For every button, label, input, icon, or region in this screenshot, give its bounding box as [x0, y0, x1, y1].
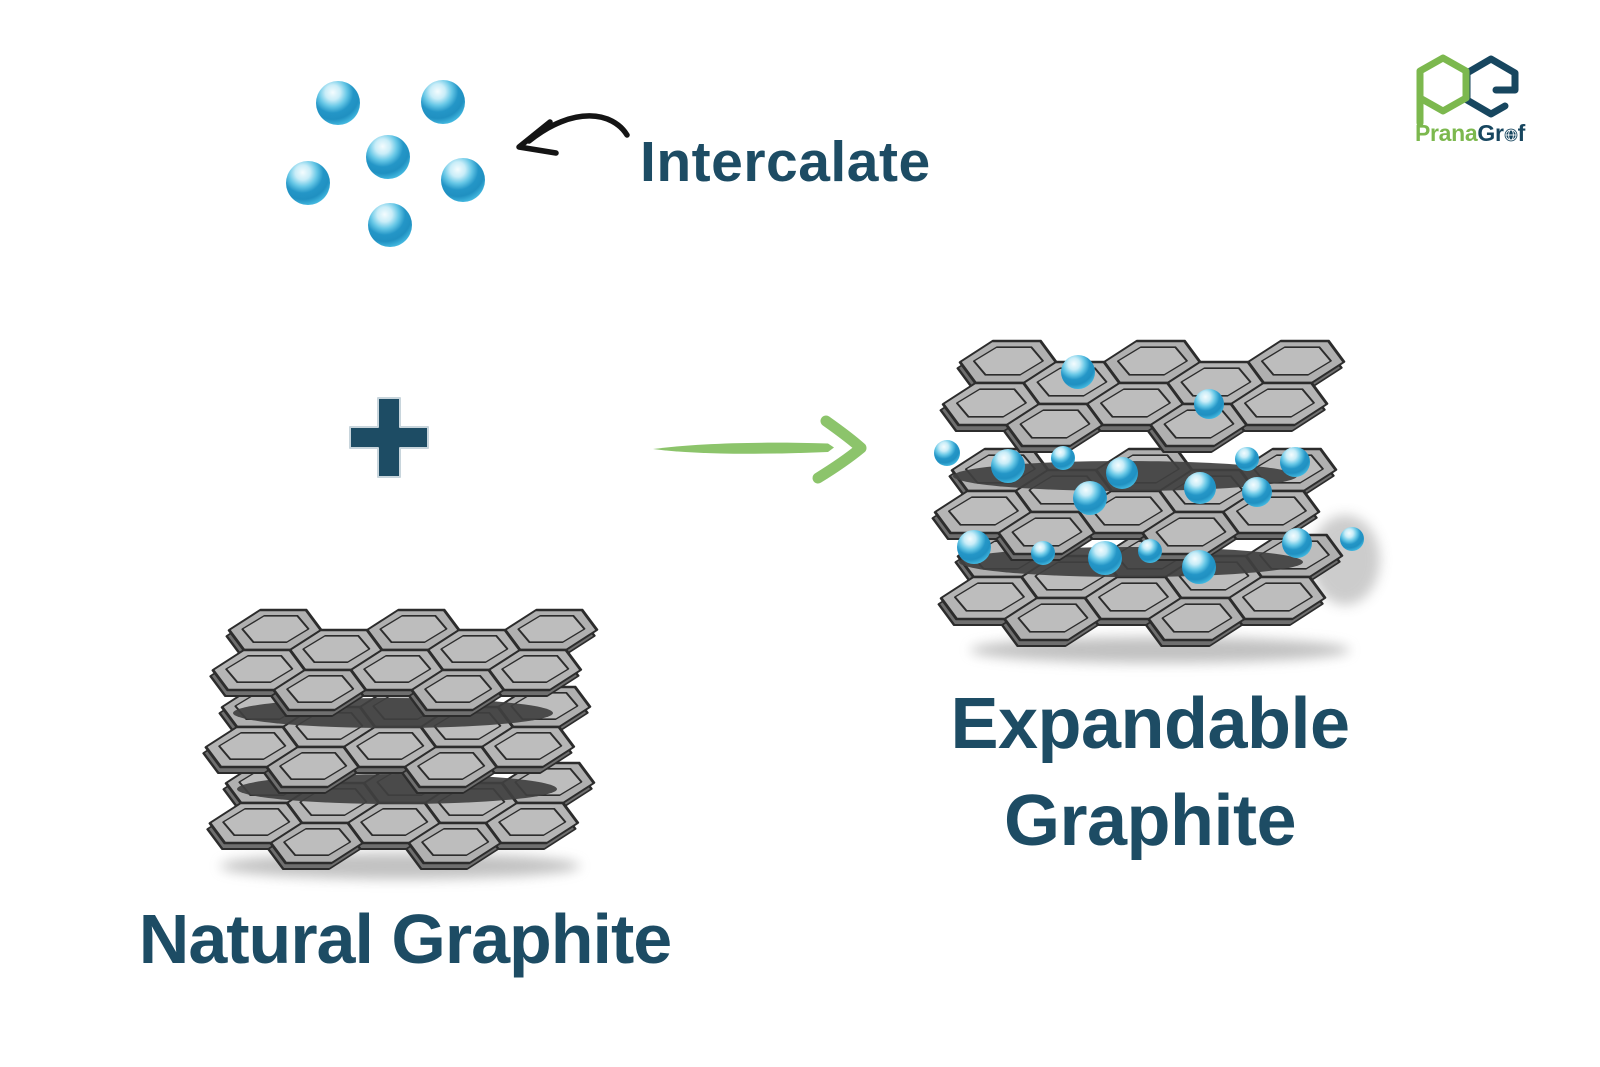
globe-icon: [1504, 128, 1518, 142]
graphite-hexagon: [302, 635, 371, 664]
graphite-hexagon: [356, 731, 425, 761]
transform-arrow-icon: [653, 415, 867, 484]
graphite-hexagon: [279, 751, 348, 780]
logo-text-graf-post: f: [1517, 120, 1526, 146]
graphite-hexagon: [948, 496, 1019, 526]
graphite-hexagon: [517, 615, 586, 643]
graphite-layer: [937, 533, 1344, 647]
graphite-hexagon: [494, 731, 563, 761]
graphite-hexagon: [1092, 496, 1163, 526]
graphite-hexagon: [1019, 409, 1091, 439]
graphite-hexagon: [424, 674, 493, 703]
graphite-hexagon: [956, 388, 1027, 418]
graphite-layer: [209, 608, 599, 717]
graphite-hexagon: [1011, 517, 1083, 547]
graphite-hexagon: [1098, 582, 1169, 612]
graphite-hexagon: [218, 731, 287, 761]
intercalated-sphere: [1182, 550, 1216, 584]
intercalated-sphere: [1051, 446, 1075, 470]
plus-icon: [349, 397, 429, 478]
natural-graphite-label: Natural Graphite: [138, 900, 672, 978]
graphite-hexagon: [417, 751, 486, 780]
intercalant-sphere: [316, 81, 360, 125]
logo-text-graf-pre: Gr: [1477, 120, 1504, 146]
intercalated-sphere: [934, 440, 960, 466]
graphite-hexagon: [241, 615, 310, 643]
intercalated-sphere: [1242, 477, 1272, 507]
intercalated-sphere: [991, 449, 1025, 483]
graphite-hexagon: [498, 807, 567, 837]
graphite-hexagon: [222, 807, 291, 837]
logo-hexagon-g: [1463, 55, 1519, 118]
logo-text-prana: Prana: [1414, 120, 1478, 146]
intercalated-sphere: [1031, 541, 1055, 565]
graphite-hexagon: [440, 635, 509, 664]
graphite-hexagon: [286, 674, 355, 703]
intercalant-sphere: [366, 135, 410, 179]
logo-mark: [1416, 54, 1519, 127]
intercalated-sphere: [1194, 389, 1224, 419]
graphite-hexagon: [1161, 603, 1233, 633]
graphite-layer: [939, 339, 1346, 453]
graphite-hexagon: [363, 654, 432, 684]
expandable-label-line1: Expandable: [950, 684, 1350, 764]
graphite-hexagon: [1242, 582, 1313, 612]
intercalant-sphere: [286, 161, 330, 205]
graphite-hexagon: [1017, 603, 1089, 633]
intercalated-sphere: [1106, 457, 1138, 489]
intercalated-sphere: [1340, 527, 1364, 551]
intercalant-sphere: [368, 203, 412, 247]
curved-arrow-icon: [516, 113, 630, 156]
intercalant-sphere: [421, 80, 465, 124]
intercalated-sphere: [1073, 481, 1107, 515]
intercalate-label: Intercalate: [640, 130, 931, 194]
expandable-graphite-label: Expandable Graphite: [893, 676, 1407, 870]
graphite-hexagon: [1155, 517, 1227, 547]
logo-hexagon-p: [1416, 54, 1470, 115]
intercalant-particles: [286, 80, 485, 247]
natural-graphite-illustration: [202, 608, 599, 879]
intercalated-sphere: [957, 530, 991, 564]
graphite-hexagon: [954, 582, 1025, 612]
intercalated-sphere: [1061, 355, 1095, 389]
expandable-graphite-illustration: [931, 339, 1380, 663]
intercalated-sphere: [1088, 541, 1122, 575]
intercalated-sphere: [1280, 447, 1310, 477]
intercalant-sphere: [441, 158, 485, 202]
graphite-hexagon: [972, 346, 1044, 376]
graphite-hexagon: [379, 615, 448, 643]
intercalated-sphere: [1184, 472, 1216, 504]
graphite-hexagon: [225, 654, 294, 684]
graphite-hexagon: [1180, 367, 1252, 397]
graphite-hexagon: [360, 807, 429, 837]
graphite-hexagon: [1260, 346, 1332, 376]
graphite-hexagon: [283, 827, 352, 856]
intercalated-sphere: [1138, 539, 1162, 563]
graphite-hexagon: [1100, 388, 1171, 418]
graphite-hexagon: [1116, 346, 1188, 376]
graphite-hexagon: [421, 827, 490, 856]
graphite-hexagon: [1244, 388, 1315, 418]
intercalated-sphere: [1282, 528, 1312, 558]
expandable-label-line2: Graphite: [1003, 781, 1297, 861]
graphite-hexagon: [501, 654, 570, 684]
intercalated-sphere: [1235, 447, 1259, 471]
